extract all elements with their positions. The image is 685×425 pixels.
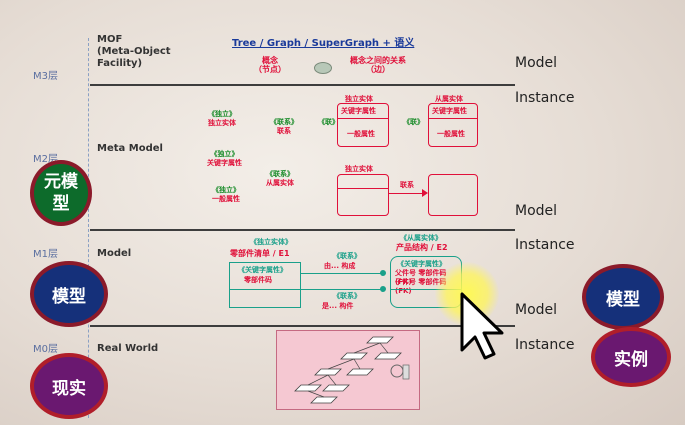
m2-box2-head: 从属实体 xyxy=(435,95,463,103)
level-name-m0: Real World xyxy=(97,343,159,354)
level-tag-m0: M0层 xyxy=(33,344,58,355)
label-instance-3: Instance xyxy=(515,337,575,353)
m2-box1-head: 独立实体 xyxy=(345,95,373,103)
m2-connector-1: 《联》 xyxy=(318,118,339,126)
m2-tag-relationship: 《联系》联系 xyxy=(270,118,298,135)
cloud-icon xyxy=(314,62,332,74)
m1-link2-label: 是... 构件 xyxy=(322,302,354,310)
m2-box-independent-entity-empty xyxy=(337,174,389,216)
badge-model-right: 模型 xyxy=(582,264,664,330)
m1-left-head: 零部件清单 / E1 xyxy=(230,249,290,258)
divider-m2-m1 xyxy=(90,229,515,231)
level-name-m2: Meta Model xyxy=(97,143,163,154)
m1-link1-tag: 《联系》 xyxy=(333,252,361,260)
level-tag-m3: M3层 xyxy=(33,71,58,82)
concept-node-label: 概念 （节点） xyxy=(254,56,286,74)
m1-right-head: 产品结构 / E2 xyxy=(396,243,448,252)
badge-instance-right: 实例 xyxy=(591,327,671,387)
label-model-2: Model xyxy=(515,203,558,219)
badge-model-left: 模型 xyxy=(30,261,108,327)
level-axis-line xyxy=(88,38,89,418)
m2-box3-head: 独立实体 xyxy=(345,165,373,173)
level-name-m3: MOF (Meta-Object Facility) xyxy=(97,34,171,69)
m1-left-stereotype: 《独立实体》 xyxy=(250,238,292,246)
badge-meta-model: 元模型 xyxy=(30,160,92,226)
real-world-illustration xyxy=(276,330,420,410)
m1-link2-tag: 《联系》 xyxy=(333,292,361,300)
m1-link2-dot-icon xyxy=(380,286,386,292)
label-instance-2: Instance xyxy=(515,237,575,253)
badge-reality: 现实 xyxy=(30,353,108,419)
m1-left-entity-box: 《关键字属性》 零部件码 xyxy=(229,262,301,308)
m2-tag-independent-entity: 《独立》独立实体 xyxy=(208,110,236,127)
m1-link1-line xyxy=(301,273,385,274)
top-title: Tree / Graph / SuperGraph + 语义 xyxy=(232,38,415,49)
level-name-m1: Model xyxy=(97,248,132,259)
label-instance-1: Instance xyxy=(515,90,575,106)
m1-link2-line xyxy=(301,289,385,290)
product-structure-tree-icon xyxy=(294,336,410,404)
m2-box-dependent-entity-empty xyxy=(428,174,478,216)
m2-tag-key-attribute: 《独立》关键字属性 xyxy=(207,150,242,167)
m2-connector-2: 《联》 xyxy=(403,118,424,126)
m1-link1-label: 由... 构成 xyxy=(324,262,356,270)
divider-m1-m0 xyxy=(90,325,515,327)
m1-right-stereotype: 《从属实体》 xyxy=(400,234,442,242)
m2-box-dependent-entity: 关键字属性 一般属性 xyxy=(428,103,478,147)
level-tag-m2: M2层 xyxy=(33,154,58,165)
divider-m3-m2 xyxy=(90,84,515,86)
m2-link-line xyxy=(389,193,425,194)
m2-tag-general-attribute: 《独立》一般属性 xyxy=(212,186,240,203)
m2-box-independent-entity: 关键字属性 一般属性 xyxy=(337,103,389,147)
m2-link-label: 联系 xyxy=(400,181,414,189)
m2-tag-dependent-entity: 《联系》从属实体 xyxy=(266,170,294,187)
concept-relation-label: 概念之间的关系 （边） xyxy=(350,56,406,74)
level-tag-m1: M1层 xyxy=(33,249,58,260)
label-model-1: Model xyxy=(515,55,558,71)
label-model-3: Model xyxy=(515,302,558,318)
mouse-cursor-icon xyxy=(460,292,504,360)
m2-link-arrow-icon xyxy=(422,189,428,197)
m1-link1-dot-icon xyxy=(380,270,386,276)
